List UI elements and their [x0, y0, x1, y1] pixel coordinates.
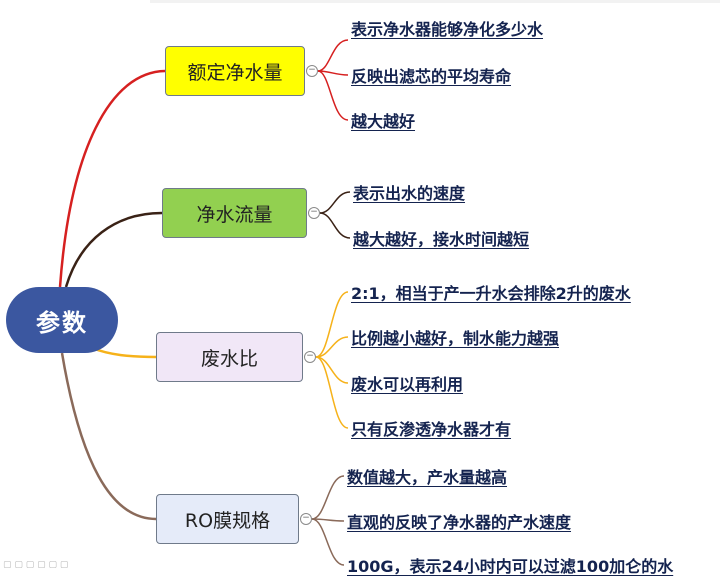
- root-label: 参数: [36, 308, 88, 337]
- leaf-item[interactable]: 直观的反映了净水器的产水速度: [347, 513, 572, 532]
- minus-circle-icon[interactable]: −: [306, 65, 318, 77]
- link-ro-leaf-2: [311, 518, 345, 566]
- watermark-logo: ▢ ▢ ▢ ▢ ▢ ▢: [3, 560, 69, 570]
- branch-label: 额定净水量: [187, 61, 283, 84]
- branch-node-ro-spec[interactable]: RO膜规格: [156, 494, 299, 544]
- leaf-item[interactable]: 只有反渗透净水器才有: [351, 420, 512, 439]
- root-node[interactable]: 参数: [6, 287, 118, 353]
- leaf-item[interactable]: 100G，表示24小时内可以过滤100加仑的水: [347, 557, 674, 576]
- link-flow-leaf-0: [319, 191, 351, 214]
- leaf-item[interactable]: 表示净水器能够净化多少水: [351, 20, 544, 39]
- link-root-amount: [58, 69, 166, 288]
- link-flow-leaf-1: [319, 212, 351, 239]
- link-root-waste: [91, 346, 157, 359]
- branch-label: RO膜规格: [184, 509, 271, 532]
- link-waste-leaf-3: [315, 356, 349, 429]
- leaf-item[interactable]: 废水可以再利用: [351, 375, 464, 394]
- branch-label: 净水流量: [196, 203, 273, 226]
- leaf-item[interactable]: 越大越好: [351, 112, 416, 131]
- link-waste-leaf-1: [315, 336, 349, 358]
- link-amount-leaf-2: [317, 70, 349, 121]
- top-edge-band: [150, 0, 720, 3]
- link-root-flow: [64, 211, 163, 288]
- leaf-item[interactable]: 比例越小越好，制水能力越强: [351, 329, 560, 348]
- link-root-ro: [60, 352, 157, 521]
- leaf-item[interactable]: 越大越好，接水时间越短: [353, 230, 530, 249]
- link-amount-leaf-0: [317, 39, 349, 72]
- link-waste-leaf-0: [315, 291, 349, 358]
- branch-node-waste-ratio[interactable]: 废水比: [156, 332, 303, 382]
- branch-node-flow-rate[interactable]: 净水流量: [162, 188, 307, 238]
- leaf-item[interactable]: 反映出滤芯的平均寿命: [351, 67, 512, 86]
- minus-circle-icon[interactable]: −: [304, 351, 316, 363]
- leaf-item[interactable]: 2:1，相当于产一升水会排除2升的废水: [351, 284, 631, 303]
- minus-circle-icon[interactable]: −: [300, 513, 312, 525]
- link-ro-leaf-0: [311, 475, 345, 520]
- leaf-item[interactable]: 数值越大，产水量越高: [347, 468, 508, 487]
- minus-circle-icon[interactable]: −: [308, 207, 320, 219]
- branch-node-rated-volume[interactable]: 额定净水量: [165, 46, 305, 96]
- branch-label: 废水比: [200, 347, 258, 370]
- leaf-item[interactable]: 表示出水的速度: [353, 184, 466, 203]
